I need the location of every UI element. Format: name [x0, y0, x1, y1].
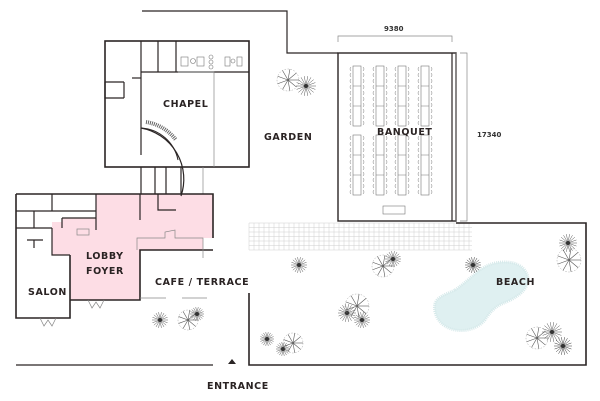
banquet-table [372, 134, 388, 196]
chapel-building [104, 40, 250, 197]
banquet-width-dimension: 9380 [384, 25, 404, 33]
beach-pool[interactable] [432, 260, 530, 332]
tree-icon [296, 76, 316, 96]
chapel-label: CHAPEL [163, 99, 208, 110]
tree-icon [385, 251, 401, 267]
grid-terrace [248, 222, 472, 251]
tree-icon [276, 68, 300, 92]
tree-icon [554, 337, 572, 355]
tree-icon [276, 342, 290, 356]
cafe-terrace-label: CAFE / TERRACE [155, 277, 249, 288]
entrance-label: ENTRANCE [207, 381, 269, 392]
entrance-arrow-icon [228, 359, 236, 364]
banquet-length-dimension: 17340 [477, 131, 501, 139]
tree-icon [465, 257, 481, 273]
banquet-table [394, 65, 410, 127]
tree-icon [260, 332, 274, 346]
salon-label: SALON [28, 287, 67, 298]
banquet-label: BANQUET [377, 127, 433, 138]
tree-icon [291, 257, 307, 273]
tree-icon [190, 307, 204, 321]
banquet-hall [337, 35, 468, 222]
beach-boundary [248, 222, 587, 366]
banquet-table [349, 65, 365, 127]
banquet-table [417, 65, 433, 127]
tree-icon [559, 234, 577, 252]
foyer-label: FOYER [86, 266, 124, 277]
tree-icon [152, 312, 168, 328]
garden-label: GARDEN [264, 132, 312, 143]
beach-label: BEACH [496, 277, 535, 288]
banquet-table [349, 134, 365, 196]
tree-icon [338, 304, 356, 322]
banquet-table [394, 134, 410, 196]
banquet-table [417, 134, 433, 196]
trees [152, 68, 582, 356]
tree-icon [177, 309, 199, 331]
tree-icon [542, 322, 562, 342]
lobby-label: LOBBY [86, 251, 124, 262]
site-boundary-top [142, 10, 338, 54]
tree-icon [344, 293, 370, 319]
tree-icon [354, 312, 370, 328]
lobby-foyer-area[interactable] [52, 194, 213, 300]
tree-icon [282, 332, 304, 354]
banquet-table [372, 65, 388, 127]
tree-icon [525, 326, 549, 350]
tree-icon [556, 247, 582, 273]
lobby-building [15, 193, 214, 327]
